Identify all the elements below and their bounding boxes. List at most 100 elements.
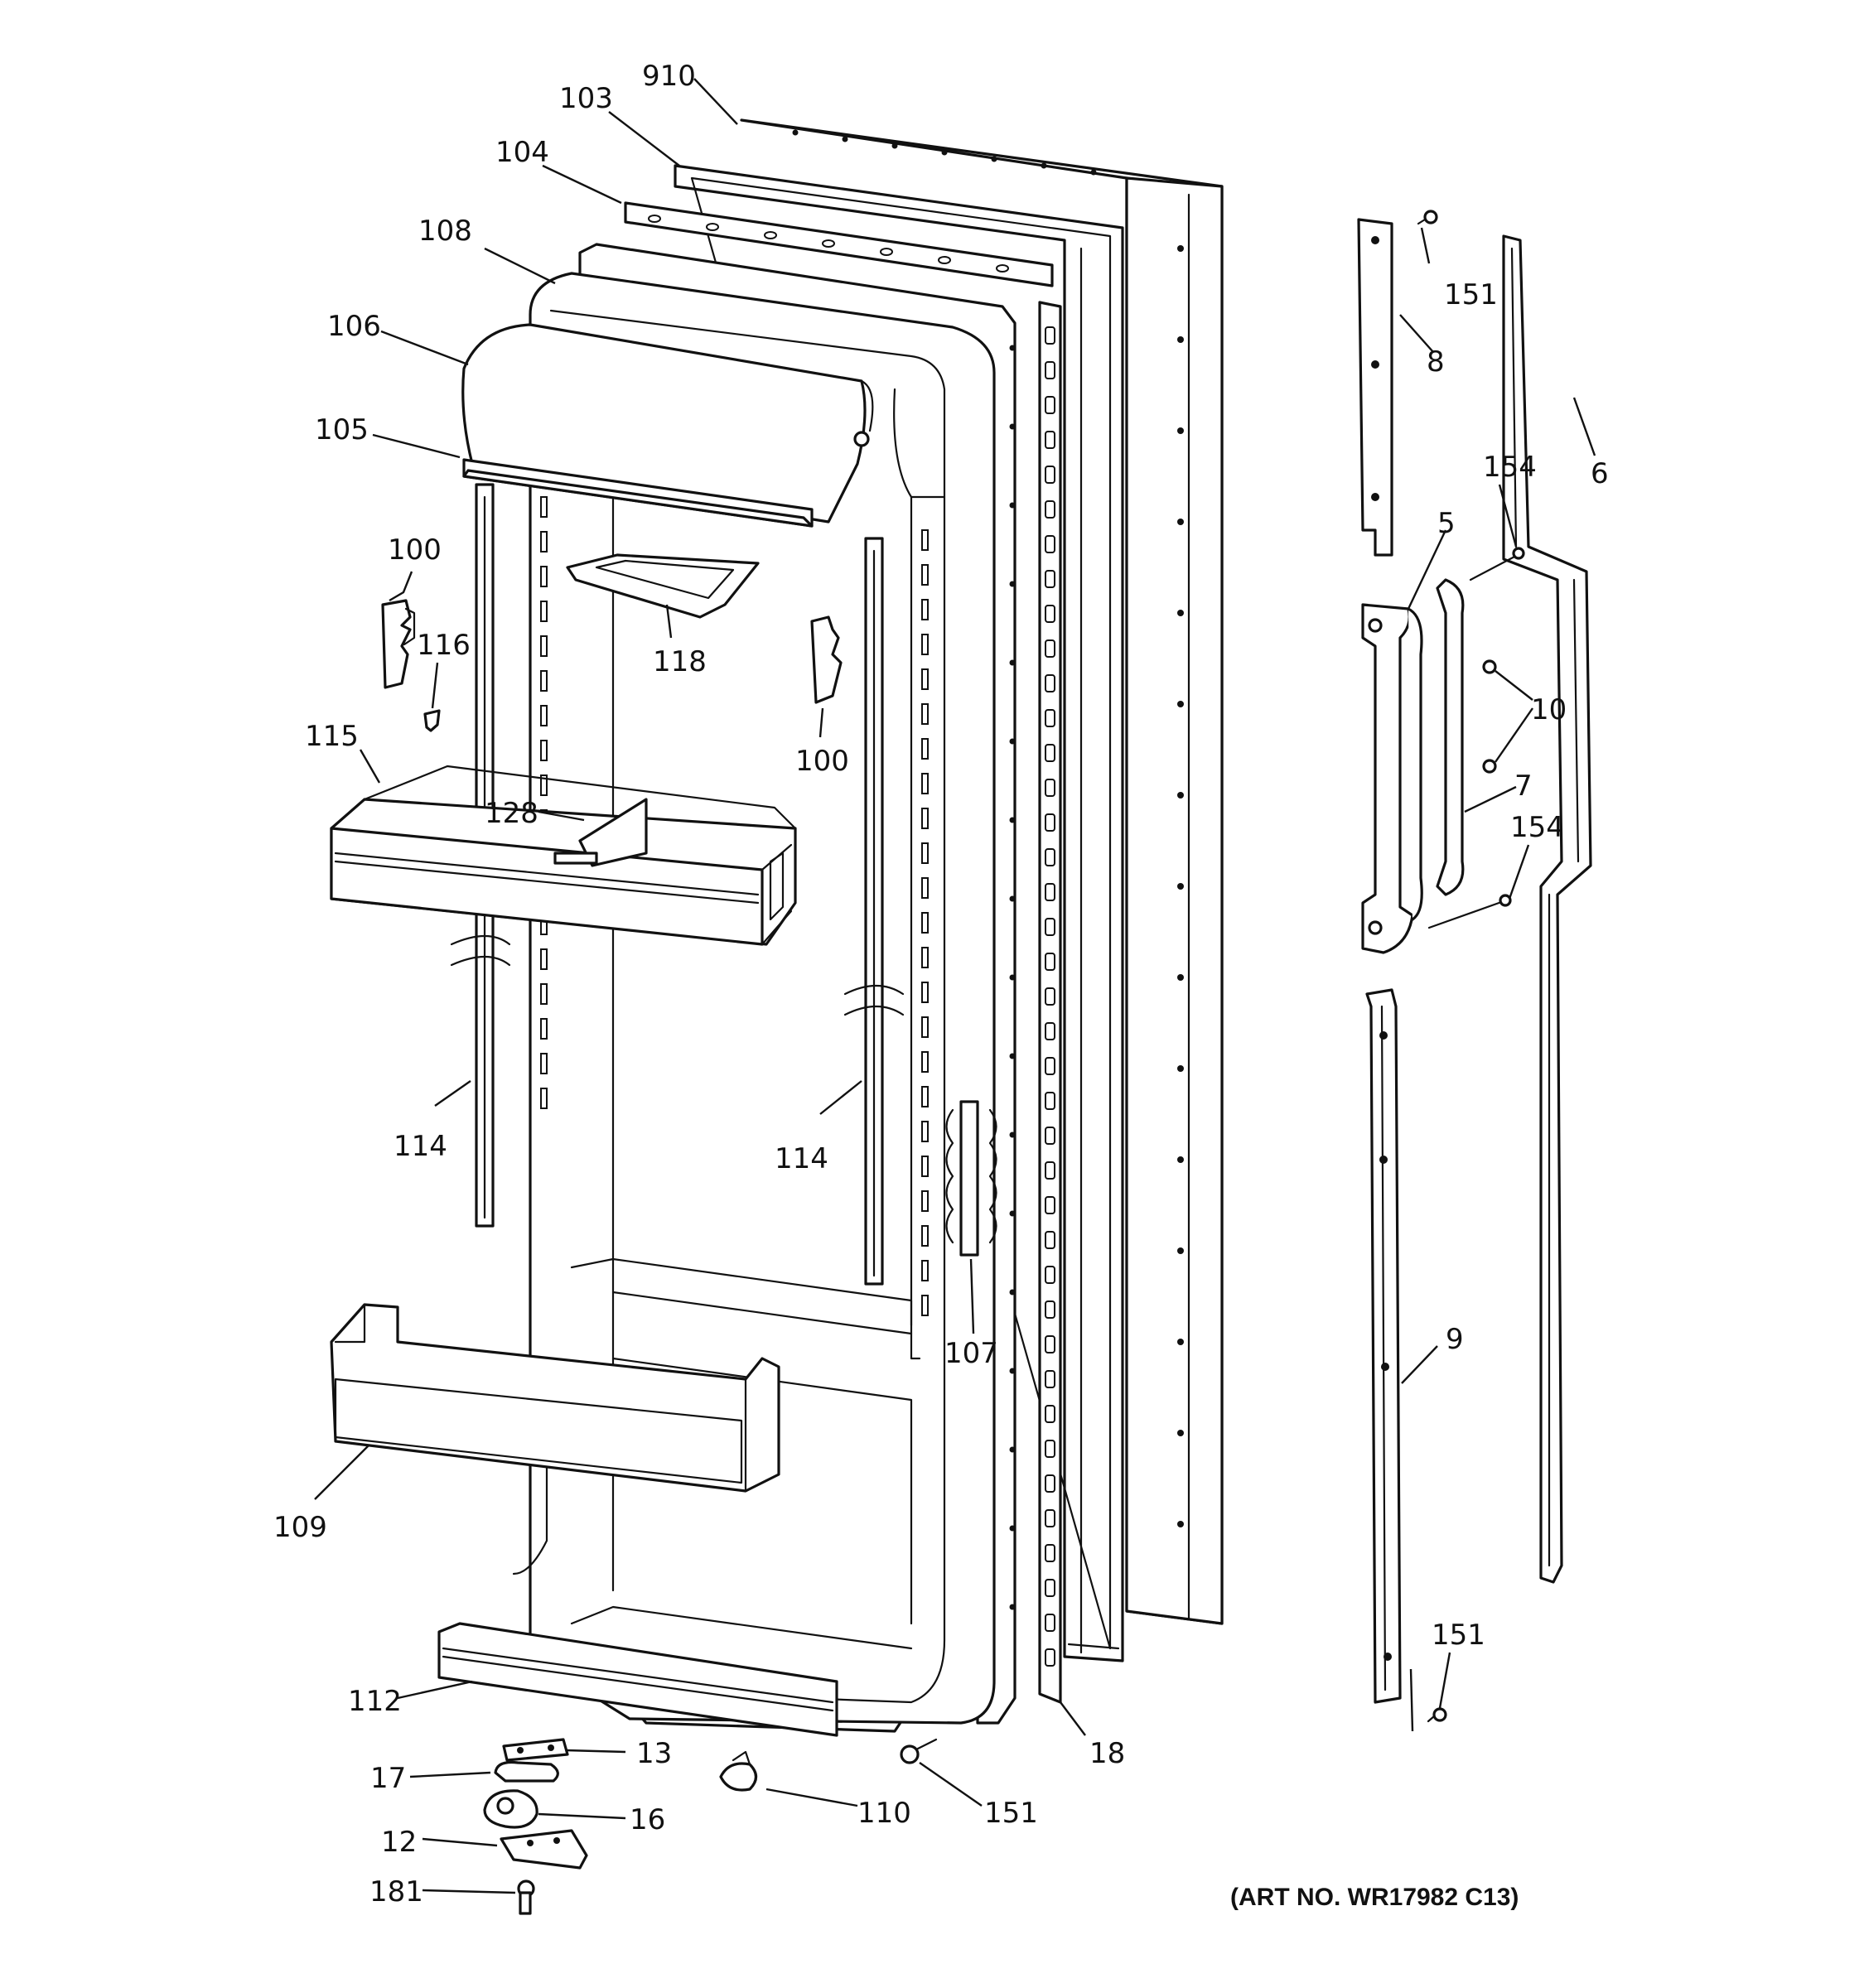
liner-slot: [540, 740, 548, 761]
shelf-clip-left: [381, 599, 416, 689]
liner-edge-hole: [1009, 581, 1016, 587]
liner-slot: [921, 529, 929, 551]
callout-7: 7: [1514, 770, 1533, 803]
hinge-plate: [502, 1738, 569, 1762]
liner-slot: [540, 948, 548, 970]
panel-hole: [991, 156, 997, 162]
callout-151-lower-right: 151: [1432, 1619, 1485, 1652]
edge-strip-slot: [1045, 1022, 1055, 1040]
edge-strip-slot: [1045, 1335, 1055, 1353]
panel-hole: [1177, 245, 1184, 252]
strip-hole: [880, 248, 893, 256]
callout-8: 8: [1427, 345, 1445, 379]
bin-divider: [553, 798, 648, 867]
callout-115: 115: [305, 720, 359, 753]
liner-slot: [540, 635, 548, 657]
panel-hole: [1177, 1430, 1184, 1436]
liner-edge-hole: [1009, 1525, 1016, 1532]
hinge-screw: [517, 1879, 535, 1915]
edge-strip-slot: [1045, 570, 1055, 588]
edge-strip-slot: [1045, 987, 1055, 1006]
panel-hole: [1090, 169, 1097, 176]
edge-strip-slot: [1045, 1544, 1055, 1562]
panel-hole: [1177, 336, 1184, 343]
strip-hole: [822, 239, 835, 248]
strip-hole: [648, 215, 661, 223]
liner-slot: [921, 1121, 929, 1142]
liner-slot: [921, 703, 929, 725]
callout-154-upper: 154: [1483, 451, 1537, 484]
liner-edge-hole: [1009, 1368, 1016, 1374]
liner-slot: [921, 912, 929, 934]
edge-strip-slot: [1045, 918, 1055, 936]
liner-slot: [921, 1016, 929, 1038]
edge-strip-slot: [1045, 500, 1055, 519]
liner-slot: [921, 1260, 929, 1281]
door-edge-strip: [1038, 301, 1062, 1704]
callout-105: 105: [315, 413, 369, 446]
egg-tray: [566, 553, 760, 619]
callout-17: 17: [370, 1762, 406, 1795]
edge-strip-slot: [1045, 361, 1055, 379]
edge-strip-slot: [1045, 1405, 1055, 1423]
callout-116: 116: [417, 629, 471, 662]
edge-strip-slot: [1045, 1266, 1055, 1284]
liner-edge-hole: [1009, 817, 1016, 823]
screw-lower-right: [1409, 1668, 1447, 1732]
liner-slot: [540, 983, 548, 1005]
bottom-trim-rail: [437, 1622, 838, 1737]
callout-6: 6: [1591, 457, 1609, 490]
liner-slot: [540, 670, 548, 692]
edge-strip-slot: [1045, 1300, 1055, 1319]
callout-16: 16: [630, 1803, 665, 1836]
callout-114-left: 114: [394, 1130, 447, 1163]
handle-trim-upper: [1357, 218, 1393, 557]
door-shelf-bin: [330, 765, 797, 946]
strip-hole: [996, 264, 1009, 273]
panel-hole: [1177, 519, 1184, 525]
liner-slot: [921, 773, 929, 794]
liner-edge-hole: [1009, 659, 1016, 666]
panel-hole: [1177, 1339, 1184, 1345]
long-screw-upper: [1469, 547, 1525, 581]
liner-side-rail: [945, 1100, 997, 1257]
hinge-shim: [494, 1760, 559, 1783]
edge-strip-slot: [1045, 1509, 1055, 1527]
callout-118: 118: [653, 645, 707, 678]
callout-108: 108: [418, 215, 472, 248]
edge-strip-slot: [1045, 1196, 1055, 1214]
liner-slot: [540, 1088, 548, 1109]
liner-slot: [921, 842, 929, 864]
liner-slot: [921, 599, 929, 620]
edge-strip-slot: [1045, 1231, 1055, 1249]
liner-slot: [921, 564, 929, 586]
lower-door-bin: [330, 1303, 780, 1493]
callout-154-lower: 154: [1510, 811, 1564, 844]
edge-strip-slot: [1045, 535, 1055, 553]
edge-strip-slot: [1045, 1440, 1055, 1458]
edge-strip-slot: [1045, 1127, 1055, 1145]
liner-slot: [540, 705, 548, 726]
callout-181: 181: [369, 1875, 423, 1908]
liner-slot: [921, 1086, 929, 1107]
callout-100-right: 100: [795, 745, 849, 778]
callout-106: 106: [327, 310, 381, 343]
liner-edge-hole: [1009, 974, 1016, 981]
callout-100-left: 100: [388, 533, 442, 567]
edge-strip-slot: [1045, 639, 1055, 658]
edge-strip-slot: [1045, 709, 1055, 727]
strip-hole: [706, 223, 719, 231]
liner-edge-hole: [1009, 738, 1016, 745]
liner-slot: [540, 531, 548, 552]
shelf-rail-right: [864, 537, 884, 1286]
edge-strip-slot: [1045, 779, 1055, 797]
edge-strip-slot: [1045, 883, 1055, 901]
liner-slot: [540, 566, 548, 587]
panel-hole: [1041, 162, 1047, 169]
callout-10: 10: [1531, 693, 1567, 726]
panel-hole: [1177, 610, 1184, 616]
callout-151-top: 151: [1444, 278, 1498, 311]
liner-edge-hole: [1009, 1132, 1016, 1138]
callout-151-bottom: 151: [984, 1797, 1038, 1830]
